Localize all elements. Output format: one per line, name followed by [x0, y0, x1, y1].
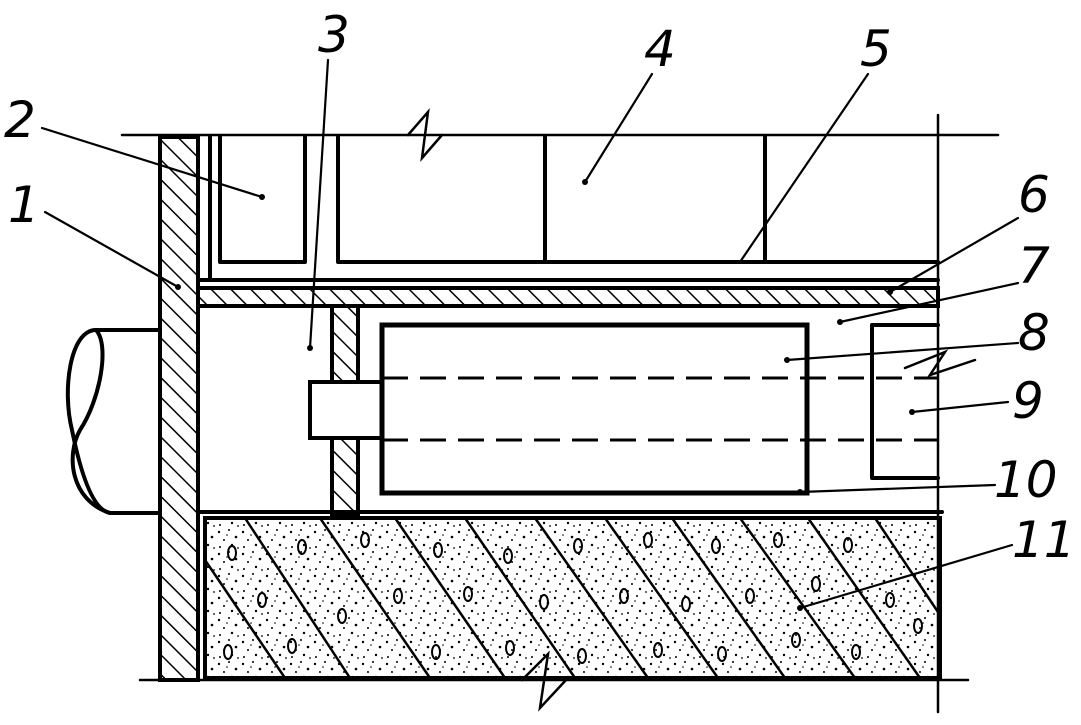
wall-1: [158, 135, 200, 682]
roller-8: [379, 322, 810, 496]
leader-lines: [40, 58, 1020, 611]
label-11: 11: [1012, 511, 1076, 569]
box-9: [870, 323, 940, 480]
foundation-11: [203, 516, 942, 680]
label-3: 3: [318, 6, 350, 64]
label-5: 5: [860, 20, 892, 78]
label-1: 1: [8, 176, 40, 234]
right-break-mark: [903, 349, 977, 378]
box-4-left: [336, 135, 940, 264]
label-7: 7: [1018, 237, 1050, 295]
label-9: 9: [1012, 372, 1044, 430]
label-4: 4: [644, 20, 676, 78]
label-2: 2: [4, 91, 36, 149]
foundation-aggregate: [223, 532, 923, 664]
pipe: [65, 328, 162, 515]
shaft-end: [308, 380, 384, 440]
pipe-twist: [70, 328, 112, 515]
foundation-diagonals: [203, 517, 942, 679]
bottom-break-mark: [520, 650, 568, 712]
layer-6: [196, 286, 940, 308]
label-6: 6: [1018, 166, 1050, 224]
label-10: 10: [994, 451, 1058, 509]
label-8: 8: [1018, 304, 1050, 362]
top-break-mark: [406, 108, 444, 162]
box-2: [218, 135, 307, 264]
